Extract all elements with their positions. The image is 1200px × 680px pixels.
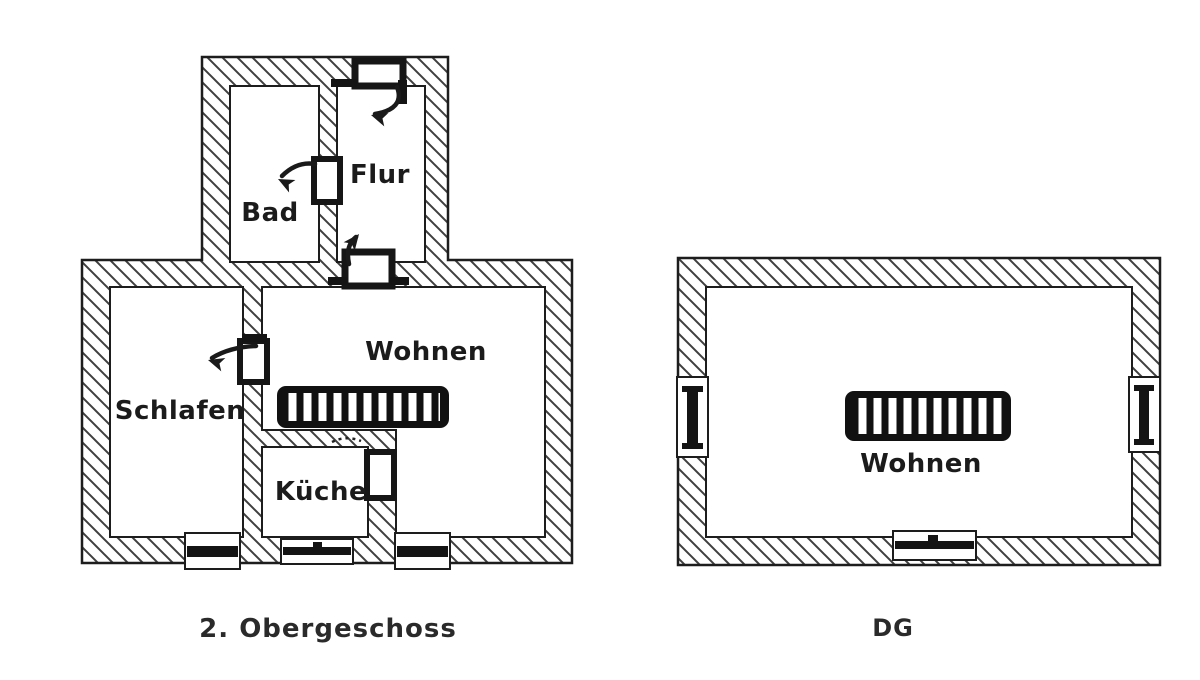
room-label-wohnen: Wohnen (365, 337, 487, 367)
window-icon-kueche (280, 538, 354, 565)
floorplan-dg: Wohnen DG (676, 256, 1162, 642)
door-icon-flur-wohnen (341, 248, 396, 290)
door-jamb-stub (390, 277, 409, 285)
plan-caption-og2: 2. Obergeschoss (199, 614, 457, 644)
room-label-bad: Bad (241, 198, 298, 228)
stairs-icon (277, 386, 449, 428)
door-icon-kueche (364, 449, 397, 501)
window-icon-right (1128, 376, 1161, 453)
window-icon-wohnen (394, 532, 451, 570)
door-swing-arrow-icon-bad (278, 161, 318, 193)
door-swing-dashes-icon-kueche (331, 437, 362, 444)
door-jamb-stub (242, 334, 267, 342)
window-icon-left (676, 376, 709, 458)
window-icon-schlafen (184, 532, 241, 570)
door-swing-arrow-icon-entrance (371, 84, 402, 127)
door-icon-bad (311, 156, 343, 205)
room-bad (229, 85, 320, 263)
room-label-flur: Flur (350, 160, 410, 190)
door-jamb-stub (328, 277, 347, 285)
window-icon-bottom (892, 530, 977, 561)
door-swing-arrow-icon-schlafen (208, 343, 259, 372)
plan-caption-dg: DG (872, 614, 914, 642)
door-jamb-stub (398, 80, 407, 104)
room-label-wohnen-dg: Wohnen (860, 449, 982, 479)
door-jamb-stub (331, 79, 357, 87)
room-schlafen (109, 286, 244, 538)
room-label-schlafen: Schlafen (115, 396, 246, 426)
floorplan-og2: Bad Flur Wohnen Schlafen Küche 2. Oberge… (80, 55, 574, 644)
door-swing-arrow-icon-flur (343, 234, 359, 267)
room-label-kueche: Küche (275, 477, 367, 507)
stairs-icon (845, 391, 1011, 441)
door-icon-entrance (351, 57, 407, 90)
room-kueche (261, 446, 369, 538)
